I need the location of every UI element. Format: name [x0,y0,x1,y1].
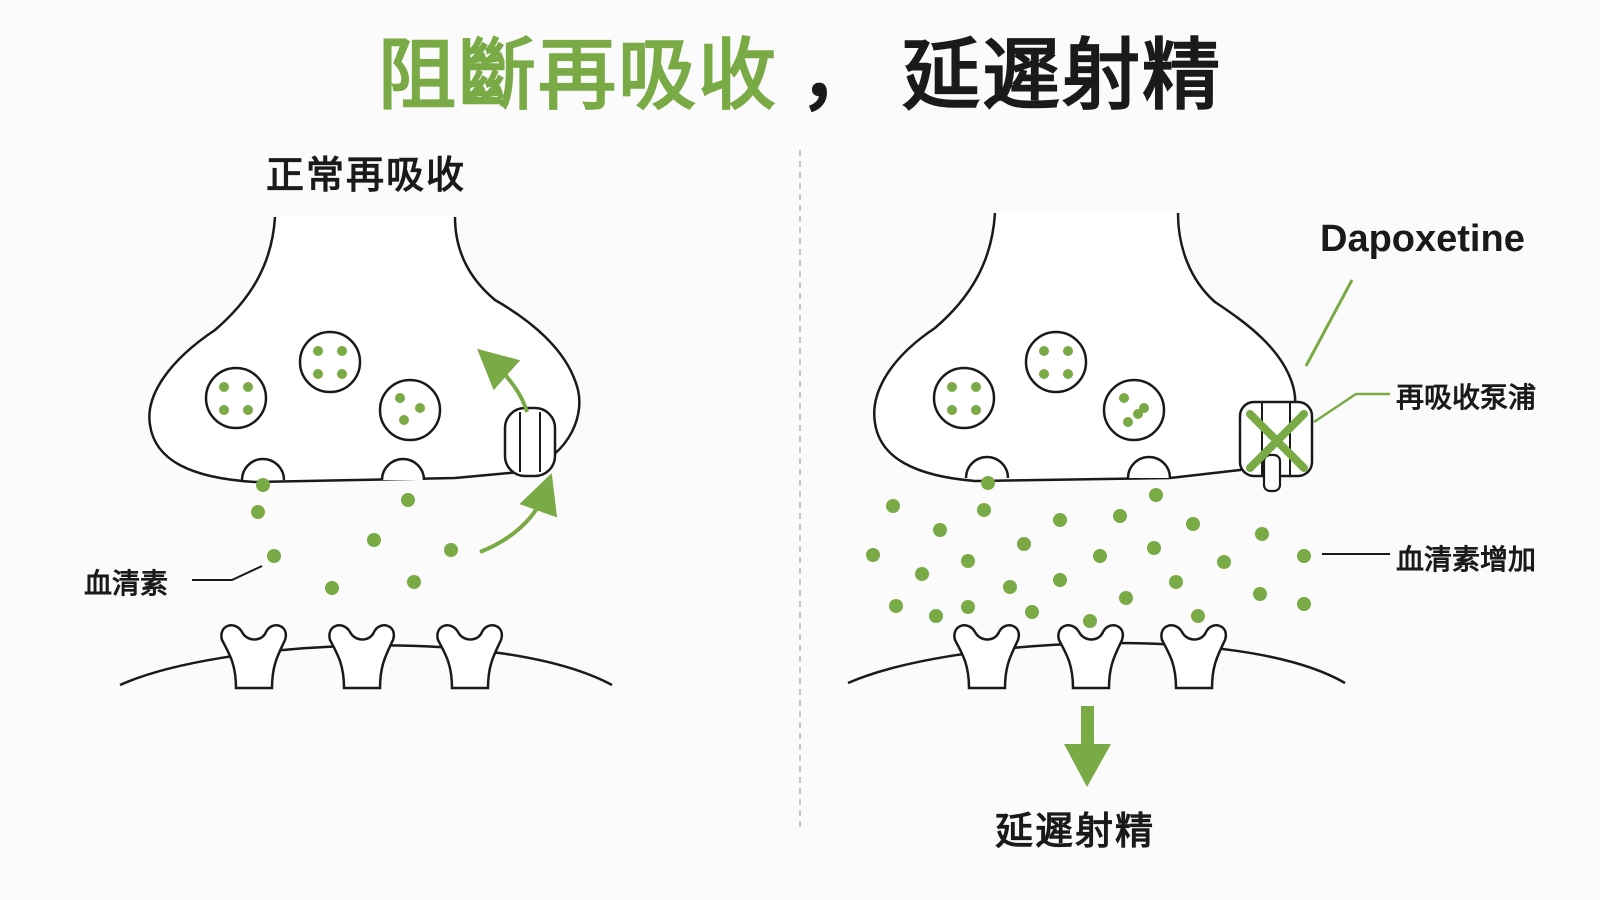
serotonin-dot [1297,597,1311,611]
left-serotonin-label: 血清素 [84,567,169,600]
vesicle-dot [395,393,405,403]
vesicle-dot [971,382,981,392]
left-serotonin-dots [219,346,458,595]
serotonin-dot [1053,573,1067,587]
left-panel-heading: 正常再吸收 [266,153,467,197]
serotonin-dot [915,567,929,581]
right-serotonin-dots [866,346,1311,628]
left-vesicle [378,378,442,442]
serotonin-dot [367,533,381,547]
vesicle-dot [219,382,229,392]
left-synapse [119,216,613,690]
serotonin-dot [1093,549,1107,563]
serotonin-dot [1003,580,1017,594]
serotonin-dot [981,476,995,490]
right-release-site [1126,455,1172,479]
serotonin-dot [1255,527,1269,541]
serotonin-dot [256,478,270,492]
right-vesicle [1102,378,1166,442]
serotonin-dot [325,581,339,595]
vesicle-dot [971,405,981,415]
drug-label: Dapoxetine [1320,218,1525,260]
main-title: 阻斷再吸收，延遲射精 [0,26,1600,126]
serotonin-dot [961,600,975,614]
title-rest: 延遲射精 [902,31,1223,121]
vesicle-dot [415,403,425,413]
vesicle-dot [1039,369,1049,379]
left-release-site [380,457,426,481]
vesicle-dot [1119,393,1129,403]
vesicle-dot [399,415,409,425]
left-receptor [220,624,288,690]
result-label: 延遲射精 [995,809,1156,853]
serotonin-dot [407,575,421,589]
vesicle-dot [1063,369,1073,379]
serotonin-dot [1186,517,1200,531]
serotonin-dot [1017,537,1031,551]
serotonin-dot [929,609,943,623]
right-presynaptic-terminal [873,212,1297,483]
vesicle-dot [1123,417,1133,427]
serotonin-dot [267,549,281,563]
right-vesicle [932,366,996,430]
serotonin-dot [444,543,458,557]
title-highlight: 阻斷再吸收 [377,31,778,121]
left-vesicle [298,330,362,394]
right-receptor [1057,624,1125,690]
serotonin-dot [1217,555,1231,569]
dapoxetine-pointer [1304,279,1354,367]
left-reuptake-pump [503,406,557,478]
serotonin-dot [1191,609,1205,623]
down-arrow-icon [1064,706,1111,787]
serotonin-dot [1169,575,1183,589]
right-synapse [847,212,1390,787]
left-release-site [240,457,286,481]
left-vesicle [204,366,268,430]
serotonin-dot [886,499,900,513]
vesicle-dot [243,382,253,392]
left-serotonin-leader [192,565,263,581]
serotonin-dot [1147,541,1161,555]
serotonin-dot [961,554,975,568]
serotonin-dot [889,599,903,613]
vesicle-dot [1133,409,1143,419]
title-separator: ， [799,31,880,121]
serotonin-dot [1113,509,1127,523]
left-receptor [328,624,396,690]
pump-leader [1313,392,1390,424]
green-arrow-icon [479,473,558,554]
serotonin-dot [1119,591,1133,605]
left-receptor [436,624,504,690]
vesicle-dot [1039,346,1049,356]
right-receptor [953,624,1021,690]
vesicle-dot [219,405,229,415]
serotonin-dot [1083,614,1097,628]
vesicle-dot [313,369,323,379]
serotonin-dot [1297,549,1311,563]
serotonin-dot [251,505,265,519]
vesicle-dot [1063,346,1073,356]
serotonin-dot [1025,605,1039,619]
right-vesicle [1024,330,1088,394]
reuptake-pump-label: 再吸收泵浦 [1396,381,1537,414]
vesicle-dot [947,405,957,415]
serotonin-dot [1053,513,1067,527]
serotonin-dot [933,523,947,537]
green-arrow-icon [477,348,529,413]
serotonin-dot [977,503,991,517]
serotonin-dot [866,548,880,562]
right-receptor [1160,624,1228,690]
vesicle-dot [947,382,957,392]
serotonin-dot [401,493,415,507]
blocked-x-icon [1246,410,1308,472]
vesicle-dot [337,369,347,379]
serotonin-dot [1149,488,1163,502]
vesicle-dot [313,346,323,356]
right-release-site [964,455,1010,479]
vesicle-dot [337,346,347,356]
serotonin-dot [1253,587,1267,601]
serotonin-increase-label: 血清素增加 [1396,543,1537,576]
vesicle-dot [243,405,253,415]
